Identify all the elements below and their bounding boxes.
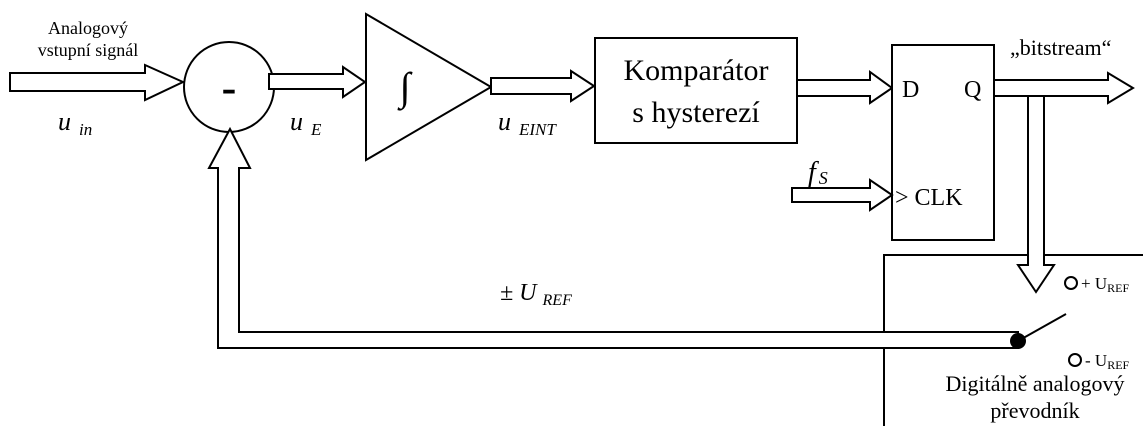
comparator-output-arrow	[796, 70, 894, 105]
clock-arrow	[791, 178, 894, 212]
dac-label-line2: převodník	[990, 398, 1079, 423]
sum-minus-sign: -	[222, 63, 237, 112]
switch-blade	[1017, 313, 1067, 342]
plus-uref-label: + UREF	[1081, 274, 1129, 295]
dac-box	[883, 254, 1143, 426]
input-label-line2: vstupní signál	[38, 40, 139, 60]
error-arrow	[268, 65, 367, 99]
ff-clk-label: > CLK	[895, 185, 963, 211]
integrator-output-arrow	[490, 69, 596, 103]
input-arrow	[9, 63, 186, 102]
integrator-triangle	[365, 12, 493, 162]
minus-uref-terminal	[1068, 353, 1082, 367]
feedback-path	[207, 126, 1019, 349]
dac-label-line1: Digitálně analogový	[945, 371, 1124, 396]
bitstream-label: „bitstream“	[1010, 35, 1111, 60]
input-label-line1: Analogový	[48, 18, 128, 38]
d-flip-flop	[891, 44, 995, 241]
ff-q-label: Q	[964, 77, 981, 103]
comparator-box	[594, 37, 798, 144]
comparator-label-line2: s hysterezí	[632, 96, 760, 129]
integrator-symbol: ∫	[397, 64, 414, 111]
ff-d-label: D	[902, 77, 919, 103]
comparator-label-line1: Komparátor	[624, 54, 769, 87]
q-to-dac-arrow	[1016, 95, 1056, 294]
minus-uref-label: - UREF	[1085, 351, 1130, 372]
plus-uref-terminal	[1064, 276, 1078, 290]
bitstream-arrow	[993, 71, 1135, 105]
